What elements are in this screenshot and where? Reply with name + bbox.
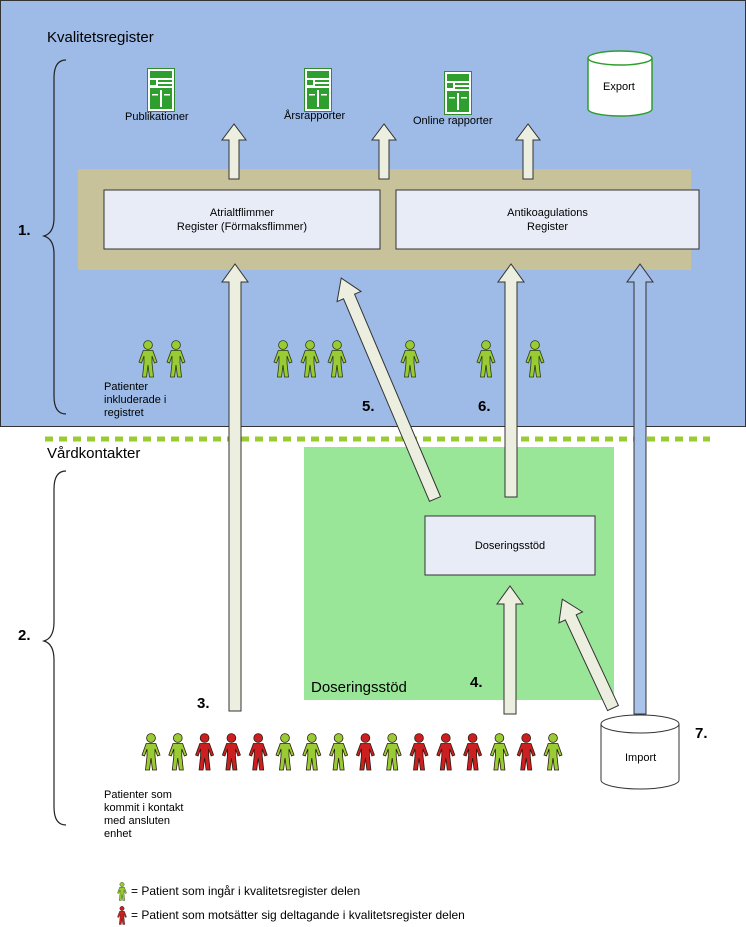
- arrow-to-online-reports: [515, 123, 541, 180]
- step-1-number: 1.: [18, 222, 31, 239]
- online-reports-doc-icon: [444, 71, 472, 115]
- refusing-patient-icon: [463, 733, 483, 771]
- included-patient-icon: [543, 733, 563, 771]
- patients-contact-line3: med ansluten: [104, 815, 171, 827]
- publications-label: Publikationer: [125, 111, 189, 123]
- included-patient-icon: [489, 733, 509, 771]
- brace-1: [41, 59, 67, 415]
- arrow-6: [497, 263, 525, 498]
- patients-contact-line1: Patienter som: [104, 789, 172, 801]
- included-patient-icon: [382, 733, 402, 771]
- legend-green-patient-icon: [117, 882, 127, 901]
- refusing-patient-icon: [221, 733, 241, 771]
- annual-reports-doc-icon: [304, 68, 332, 112]
- arrow-import-to-dosing: [558, 598, 620, 712]
- anticoag-register-label: Antikoagulations Register: [396, 190, 699, 249]
- included-patient-icon: [329, 733, 349, 771]
- refusing-patient-icon: [248, 733, 268, 771]
- included-patient-icon: [141, 733, 161, 771]
- anticoag-register-line1: Antikoagulations: [507, 206, 588, 219]
- af-register-box: [103, 189, 381, 250]
- arrow-7: [626, 263, 654, 715]
- step-6-number: 6.: [478, 398, 491, 415]
- step-7-number: 7.: [695, 725, 708, 742]
- refusing-patient-icon: [436, 733, 456, 771]
- patients-included-line2: inkluderade i: [104, 394, 167, 406]
- arrow-5: [336, 277, 442, 503]
- brace-2: [41, 470, 67, 826]
- refusing-patient-icon: [409, 733, 429, 771]
- step-5-number: 5.: [362, 398, 375, 415]
- included-patient-icon: [275, 733, 295, 771]
- af-register-line2: Register (Förmaksflimmer): [176, 220, 308, 233]
- legend-green-text: = Patient som ingår i kvalitetsregister …: [131, 884, 361, 898]
- legend-red-text: = Patient som motsätter sig deltagande i…: [131, 908, 465, 922]
- step-3-number: 3.: [197, 695, 210, 712]
- refusing-patient-icon: [355, 733, 375, 771]
- export-database: [587, 50, 653, 117]
- af-register-label: Atrialtflimmer Register (Förmaksflimmer): [104, 190, 380, 249]
- patients-contact-label: Patienter som kommit i kontakt med anslu…: [104, 789, 183, 841]
- step-4-number: 4.: [470, 674, 483, 691]
- arrow-to-publications: [221, 123, 247, 180]
- contact-patients: [141, 733, 563, 771]
- anticoag-register-line2: Register: [527, 220, 568, 233]
- dosing-support-box: [424, 515, 596, 576]
- patients-included-label: Patienter inkluderade i registret: [104, 381, 166, 420]
- refusing-patient-icon: [516, 733, 536, 771]
- publications-doc-icon: [147, 68, 175, 112]
- care-contacts-title: Vårdkontakter: [47, 445, 141, 462]
- arrow-4: [496, 585, 524, 715]
- af-register-line1: Atrialtflimmer: [209, 206, 275, 219]
- step-2-number: 2.: [18, 627, 31, 644]
- dosing-area-title: Doseringsstöd: [311, 679, 407, 696]
- quality-register-title: Kvalitetsregister: [47, 29, 154, 46]
- arrow-3: [221, 263, 249, 712]
- dosing-support-label: Doseringsstöd: [474, 539, 546, 552]
- patients-contact-line2: kommit i kontakt: [104, 802, 184, 814]
- import-label: Import: [625, 752, 657, 764]
- included-patient-icon: [168, 733, 188, 771]
- refusing-patient-icon: [195, 733, 215, 771]
- import-database: [600, 714, 680, 790]
- annual-reports-label: Årsrapporter: [284, 110, 346, 122]
- legend-red-patient-icon: [117, 906, 127, 925]
- online-reports-label: Online rapporter: [413, 115, 493, 127]
- patients-included-line1: Patienter: [104, 381, 149, 393]
- export-label: Export: [603, 81, 635, 93]
- anticoag-register-box: [395, 189, 700, 250]
- arrow-to-annual-reports: [371, 123, 397, 180]
- patients-contact-line4: enhet: [104, 828, 132, 840]
- included-patient-icon: [302, 733, 322, 771]
- patients-included-line3: registret: [104, 407, 144, 419]
